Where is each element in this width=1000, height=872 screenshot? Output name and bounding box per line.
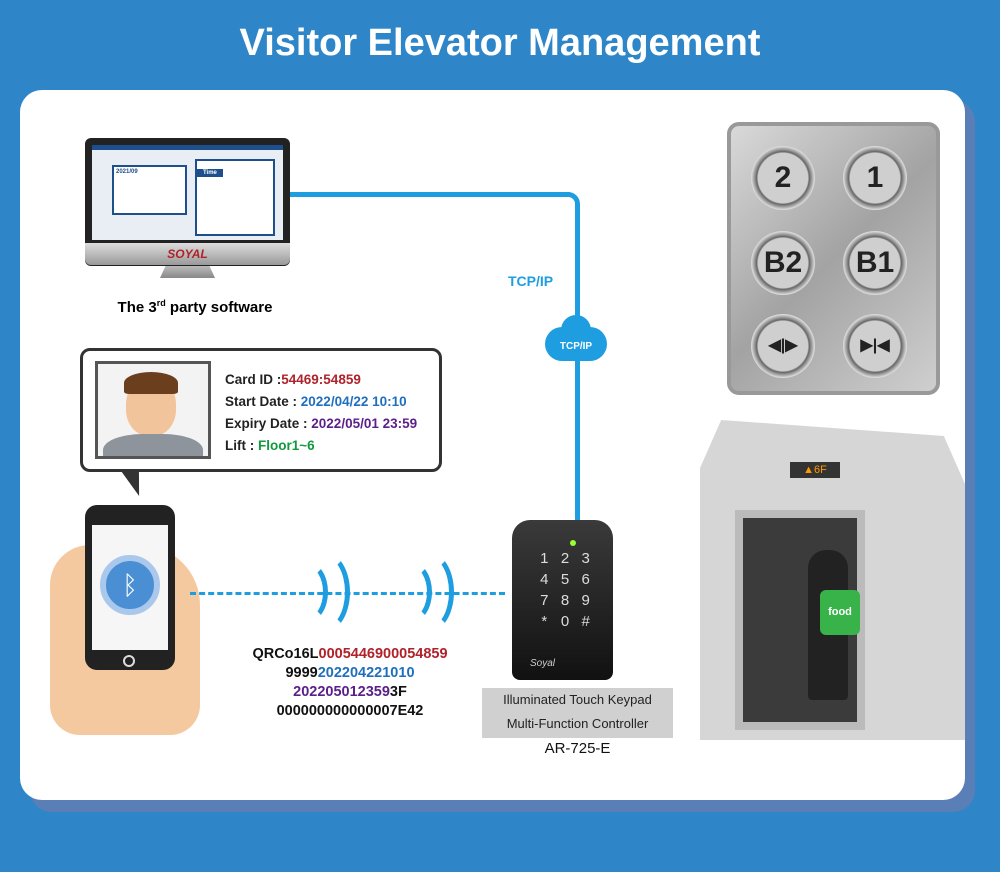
signal-wave-icon xyxy=(300,552,350,632)
monitor: 2021/09 Time SOYAL xyxy=(85,138,290,266)
signal-wave-icon xyxy=(404,552,454,632)
key: # xyxy=(581,613,590,630)
network-cable-vertical xyxy=(575,205,580,523)
qr-code-string: QRCo16L0005446900054859 9999202204221010… xyxy=(252,646,448,719)
floor-button-1: 1 xyxy=(843,146,907,210)
phone-screen: ᛒ xyxy=(92,525,168,650)
key: 9 xyxy=(581,592,590,609)
bluetooth-icon: ᛒ xyxy=(100,555,160,615)
time-tab: Time xyxy=(197,169,223,177)
floor-indicator: ▲6F xyxy=(790,462,840,478)
keypad-brand: Soyal xyxy=(530,658,556,669)
card-id: 54469:54859 xyxy=(281,372,361,387)
floor-button-b1: B1 xyxy=(843,231,907,295)
floor-button-b2: B2 xyxy=(751,231,815,295)
network-cable xyxy=(290,192,570,197)
time-widget: Time xyxy=(195,159,275,236)
food-bag: food xyxy=(820,590,860,635)
cloud-icon: TCP/IP xyxy=(545,315,607,361)
keypad-model: AR-725-E xyxy=(544,740,611,757)
key: 2 xyxy=(560,550,570,567)
home-button xyxy=(123,655,135,667)
key: 5 xyxy=(560,571,570,588)
page-title: Visitor Elevator Management xyxy=(239,22,761,64)
card-info-bubble: Card ID :54469:54859 Start Date : 2022/0… xyxy=(80,348,442,472)
monitor-brand: SOYAL xyxy=(85,243,290,265)
smartphone: ᛒ xyxy=(85,505,175,670)
monitor-stand xyxy=(160,266,215,278)
key: 3 xyxy=(581,550,590,567)
software-label: The 3rd party software xyxy=(117,298,273,316)
door-close-icon: ▶|◀ xyxy=(843,314,907,378)
software-screen: 2021/09 Time xyxy=(92,145,283,240)
floor-button-2: 2 xyxy=(751,146,815,210)
calendar-widget: 2021/09 xyxy=(112,165,187,215)
card-info: Card ID :54469:54859 Start Date : 2022/0… xyxy=(225,372,418,453)
visitor-photo xyxy=(95,361,211,459)
key: 0 xyxy=(560,613,570,630)
door-open-icon: ◀|▶ xyxy=(751,314,815,378)
key: 7 xyxy=(540,592,549,609)
key: 6 xyxy=(581,571,590,588)
elevator-button-panel: 2 1 B2 B1 ◀|▶ ▶|◀ xyxy=(727,122,940,395)
key: 1 xyxy=(540,550,549,567)
key: 8 xyxy=(560,592,570,609)
cable-bend xyxy=(565,192,580,207)
tcpip-label: TCP/IP xyxy=(508,273,554,289)
key: * xyxy=(541,613,548,630)
status-led xyxy=(570,540,576,546)
expiry-date: 2022/05/01 23:59 xyxy=(311,416,418,431)
start-date: 2022/04/22 10:10 xyxy=(300,394,407,409)
lift-floors: Floor1~6 xyxy=(258,438,315,453)
key: 4 xyxy=(540,571,549,588)
